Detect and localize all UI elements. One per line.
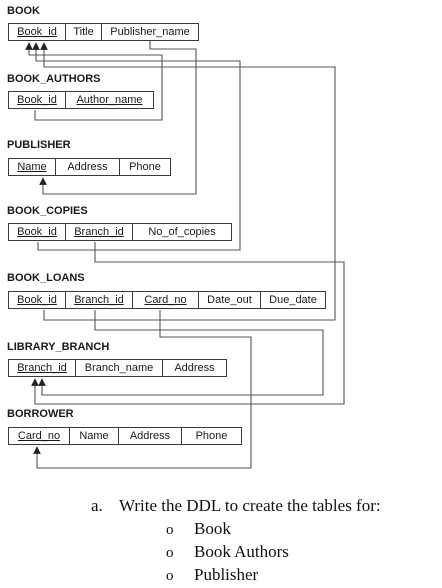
attr-library-branch-address: Address (174, 362, 215, 374)
attr-publisher-phone: Phone (129, 161, 161, 173)
bullet-icon: o (166, 545, 174, 561)
relation-publisher: Name Address Phone (8, 158, 171, 176)
relation-title-book-copies: BOOK_COPIES (7, 205, 88, 217)
relation-title-publisher: PUBLISHER (7, 139, 71, 151)
link-book-loans-book-id (40, 42, 336, 321)
attr-book-title: Title (66, 24, 102, 40)
attr-publisher-address: Address (56, 159, 120, 175)
attr-book-book-id: Book_id (9, 24, 66, 40)
link-book-copies-book-id (32, 42, 241, 251)
attr-book-copies-no-of-copies: No_of_copies (148, 226, 216, 238)
relation-title-book: BOOK (7, 5, 40, 17)
link-book-copies-branch-id (31, 242, 345, 405)
list-item-text: Publisher (194, 565, 259, 584)
attr-book-loans-date-out: Date_out (199, 292, 261, 308)
relation-borrower: Card_no Name Address Phone (8, 427, 242, 445)
attr-book-loans-book-id: Book_id (9, 292, 66, 308)
relation-title-borrower: BORROWER (7, 408, 74, 420)
attr-book-authors-book-id: Book_id (9, 92, 66, 108)
bullet-icon: o (166, 568, 174, 584)
schema-diagram: BOOK Book_id Title Publisher_name BOOK_A… (7, 5, 345, 469)
relation-title-book-loans: BOOK_LOANS (7, 272, 85, 284)
attr-publisher-name: Name (9, 159, 56, 175)
relation-book-authors: Book_id Author_name (8, 91, 154, 109)
link-book-loans-card-no (33, 310, 252, 469)
attr-borrower-name: Name (70, 428, 119, 444)
attr-book-loans-card-no: Card_no (133, 292, 199, 308)
list-item: o Publisher (91, 565, 381, 588)
list-item: o Book (91, 519, 381, 542)
link-book-authors-book-id (25, 42, 163, 121)
link-book-loans-branch-id (38, 310, 324, 396)
attr-book-publisher-name: Publisher_name (110, 26, 190, 38)
link-publisher-name (39, 41, 197, 195)
attr-borrower-card-no: Card_no (9, 428, 70, 444)
attr-library-branch-branch-id: Branch_id (9, 360, 76, 376)
attr-book-loans-branch-id: Branch_id (66, 292, 133, 308)
relation-book: Book_id Title Publisher_name (8, 23, 199, 41)
attr-book-copies-book-id: Book_id (9, 224, 66, 240)
attr-library-branch-branch-name: Branch_name (76, 360, 163, 376)
relation-book-loans: Book_id Branch_id Card_no Date_out Due_d… (8, 291, 326, 309)
attr-borrower-phone: Phone (195, 430, 228, 442)
question-line: a. Write the DDL to create the tables for… (91, 496, 381, 519)
relation-title-library-branch: LIBRARY_BRANCH (7, 341, 110, 353)
relation-library-branch: Branch_id Branch_name Address (8, 359, 227, 377)
list-item: o Book Authors (91, 542, 381, 565)
question-label: a. (91, 496, 103, 515)
attr-book-copies-branch-id: Branch_id (66, 224, 133, 240)
relation-title-book-authors: BOOK_AUTHORS (7, 73, 101, 85)
list-item-text: Book (194, 519, 231, 538)
list-item-text: Book Authors (194, 542, 289, 561)
attr-book-authors-author-name: Author_name (76, 94, 143, 106)
foreign-key-links (25, 41, 345, 469)
bullet-icon: o (166, 522, 174, 538)
attr-book-loans-due-date: Due_date (269, 294, 317, 306)
ddl-question: a. Write the DDL to create the tables for… (91, 496, 381, 588)
question-text: Write the DDL to create the tables for: (119, 496, 381, 515)
relation-book-copies: Book_id Branch_id No_of_copies (8, 223, 232, 241)
attr-borrower-address: Address (119, 428, 182, 444)
